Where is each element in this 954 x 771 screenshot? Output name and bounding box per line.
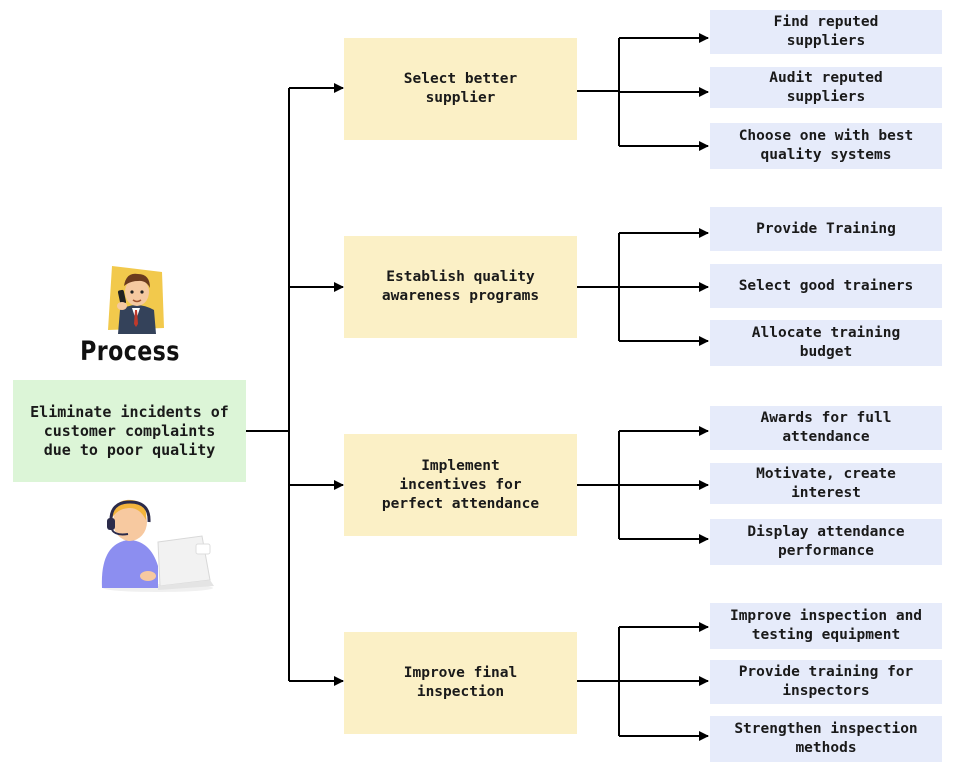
leaf-inspection-equipment: Improve inspection and testing equipment	[710, 603, 942, 649]
root-problem-box: Eliminate incidents of customer complain…	[13, 380, 246, 482]
leaf-choose-supplier: Choose one with best quality systems	[710, 123, 942, 169]
leaf-find-suppliers: Find reputed suppliers	[710, 10, 942, 54]
businessman-phone-icon	[108, 266, 164, 334]
leaf-attendance-performance: Display attendance performance	[710, 519, 942, 565]
support-agent-laptop-icon	[101, 499, 214, 592]
leaf-audit-suppliers: Audit reputed suppliers	[710, 67, 942, 108]
leaf-attendance-awards: Awards for full attendance	[710, 406, 942, 450]
branch-quality-awareness: Establish quality awareness programs	[344, 236, 577, 338]
branch-final-inspection: Improve final inspection	[344, 632, 577, 734]
leaf-inspection-methods: Strengthen inspection methods	[710, 716, 942, 762]
branch-select-better-supplier: Select better supplier	[344, 38, 577, 140]
leaf-motivate-interest: Motivate, create interest	[710, 463, 942, 504]
leaf-training-budget: Allocate training budget	[710, 320, 942, 366]
leaf-provide-training: Provide Training	[710, 207, 942, 251]
branch-attendance-incentives: Implement incentives for perfect attenda…	[344, 434, 577, 536]
process-title: Process	[80, 336, 180, 367]
leaf-select-trainers: Select good trainers	[710, 264, 942, 308]
leaf-inspector-training: Provide training for inspectors	[710, 660, 942, 704]
